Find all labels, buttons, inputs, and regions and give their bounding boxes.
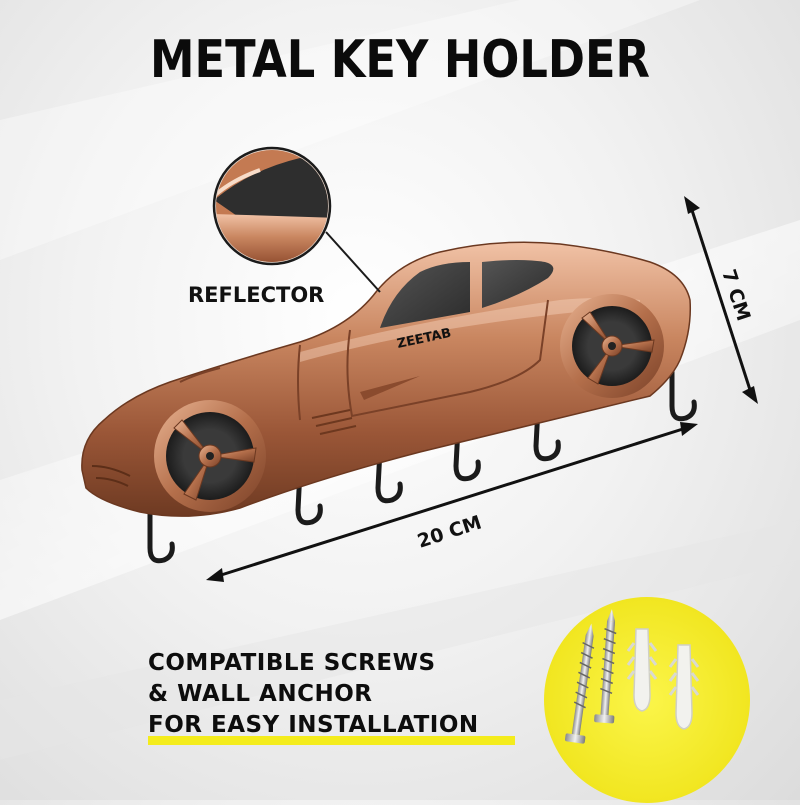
screws-and-anchors-illustration [544,597,750,803]
callout-line-3: FOR EASY INSTALLATION [148,712,479,738]
page-title: METAL KEY HOLDER [150,30,650,90]
windshield [380,262,470,328]
height-label: 7 CM [717,267,754,324]
callout-underline [148,736,515,745]
hook-4 [453,425,481,482]
reflector-pointer [325,231,381,293]
hook-2 [295,467,323,526]
height-dimension [684,196,758,404]
hook-3 [375,447,403,504]
hook-group [147,369,697,564]
width-dimension [206,422,698,582]
screw-2-icon [594,609,617,724]
rear-wheel [560,294,664,398]
callout-line-2: & WALL ANCHOR [148,681,373,707]
front-wheel [154,400,266,512]
reflector-label: REFLECTOR [188,283,324,307]
width-label: 20 CM [415,511,484,552]
wall-anchor-2-icon [668,644,700,730]
installation-callout: COMPATIBLE SCREWS & WALL ANCHOR FOR EASY… [148,648,479,741]
screw-1-icon [564,623,595,744]
hook-5 [533,405,561,462]
side-window [482,260,554,308]
hook-1 [147,497,175,564]
hook-6 [669,369,697,422]
wall-anchor-1-icon [626,628,658,712]
callout-line-1: COMPATIBLE SCREWS [148,650,436,676]
reflector-zoom [212,146,332,266]
